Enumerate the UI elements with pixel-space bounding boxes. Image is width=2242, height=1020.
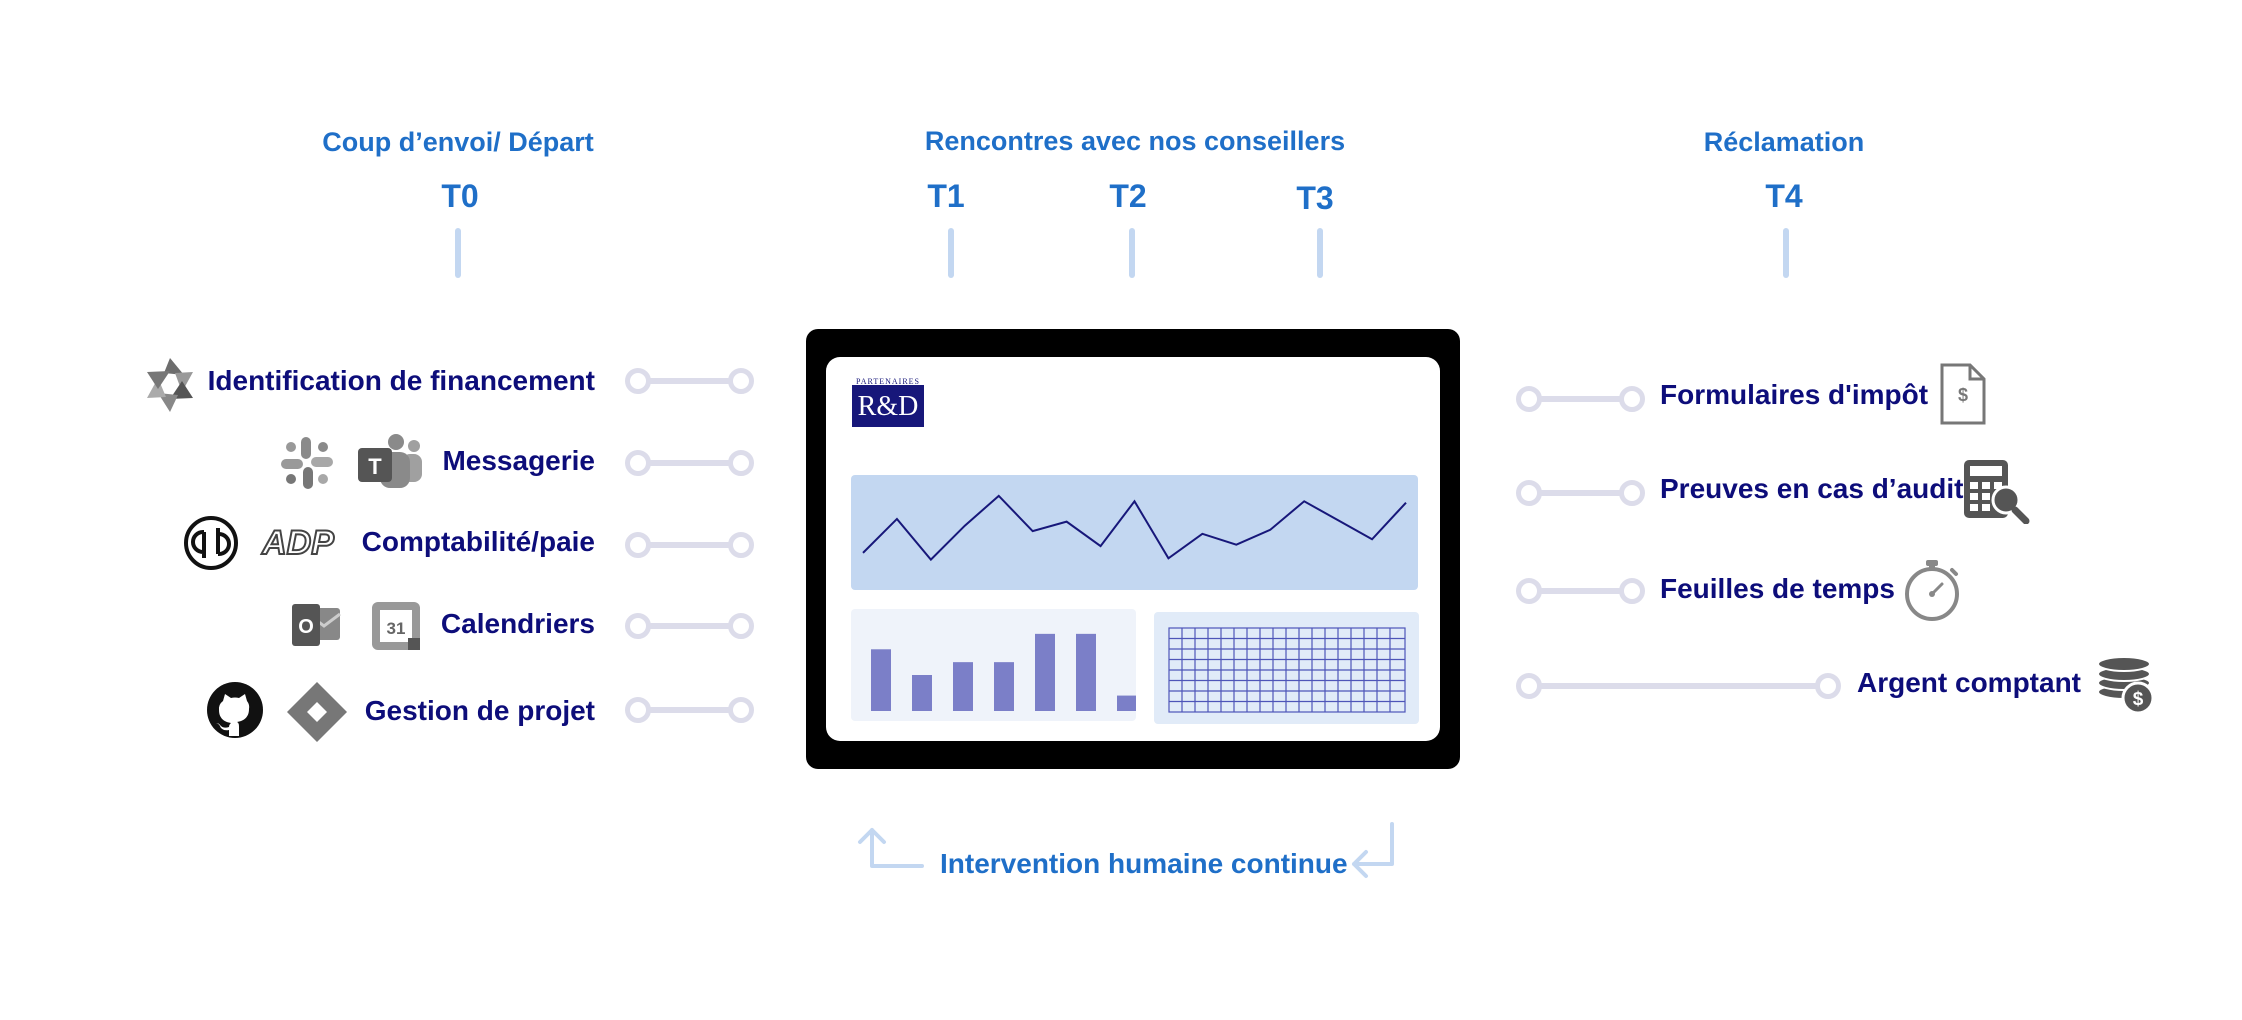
input-label-calendars: Calendriers <box>440 608 595 639</box>
svg-text:T: T <box>368 454 382 479</box>
input-connector-line <box>636 542 742 548</box>
adp-icon: ADP <box>258 520 338 566</box>
output-connector-dot <box>1619 386 1645 412</box>
svg-text:O: O <box>298 616 314 638</box>
bar <box>1035 633 1055 711</box>
coins-dollar-icon: $ <box>2094 652 2156 716</box>
input-connector-dot <box>728 450 754 476</box>
line-chart-panel <box>851 475 1418 590</box>
bar <box>953 662 973 711</box>
table-grid <box>1168 627 1406 713</box>
output-connector-line <box>1527 683 1827 689</box>
timeline-label-t2: T2 <box>1109 178 1147 214</box>
outlook-icon: O <box>290 600 342 650</box>
svg-text:31: 31 <box>387 619 406 638</box>
output-connector-dot <box>1619 578 1645 604</box>
output-connector-dot <box>1619 480 1645 506</box>
calculator-magnifier-icon <box>1962 458 2030 525</box>
timeline-label-t3: T3 <box>1296 180 1334 216</box>
line-chart <box>862 494 1407 562</box>
bar <box>871 649 891 711</box>
input-connector-line <box>636 707 742 713</box>
teams-icon: T <box>356 432 424 494</box>
output-label-cash: Argent comptant <box>1857 667 2081 698</box>
output-label-audit-proof: Preuves en cas d’audit <box>1660 473 1964 504</box>
input-connector-dot <box>625 613 651 639</box>
svg-text:$: $ <box>1958 385 1968 405</box>
output-connector-line <box>1527 490 1633 496</box>
slack-icon <box>276 432 338 494</box>
loop-arrow-down-icon <box>1348 820 1408 884</box>
google-calendar-icon: 31 <box>370 600 422 652</box>
phase-title-claim: Réclamation <box>1703 127 1865 157</box>
svg-text:ADP: ADP <box>261 524 334 562</box>
input-label-project-management: Gestion de projet <box>364 695 595 726</box>
input-connector-dot <box>728 532 754 558</box>
bar-chart-panel <box>851 609 1137 721</box>
output-label-timesheets: Feuilles de temps <box>1660 573 1895 604</box>
output-connector-dot <box>1516 578 1542 604</box>
input-connector-dot <box>728 697 754 723</box>
input-label-accounting: Comptabilité/paie <box>361 526 595 557</box>
stopwatch-icon <box>1902 558 1962 622</box>
input-connector-line <box>636 460 742 466</box>
tax-document-icon: $ <box>1938 363 1988 425</box>
input-connector-dot <box>625 697 651 723</box>
timeline-tick <box>455 228 461 278</box>
timeline-tick <box>1317 228 1323 278</box>
output-connector-dot <box>1516 673 1542 699</box>
bar <box>1076 633 1096 711</box>
input-label-messaging: Messagerie <box>442 445 595 476</box>
logo-subtitle: PARTENAIRES <box>855 377 920 386</box>
input-connector-dot <box>728 613 754 639</box>
table-grid-panel <box>1154 612 1419 724</box>
output-connector-dot <box>1516 386 1542 412</box>
jira-icon <box>285 680 349 744</box>
input-connector-dot <box>625 368 651 394</box>
phase-title-meetings: Rencontres avec nos conseillers <box>924 126 1346 156</box>
timeline-label-t1: T1 <box>927 178 965 214</box>
input-connector-line <box>636 623 742 629</box>
input-connector-dot <box>625 450 651 476</box>
input-connector-dot <box>728 368 754 394</box>
output-connector-dot <box>1815 673 1841 699</box>
loop-arrow-up-icon <box>856 824 926 874</box>
input-connector-line <box>636 378 742 384</box>
timeline-tick <box>948 228 954 278</box>
timeline-label-t4: T4 <box>1765 178 1803 214</box>
timeline-tick <box>1783 228 1789 278</box>
input-connector-dot <box>625 532 651 558</box>
bar-chart <box>871 633 1137 711</box>
timeline-tick <box>1129 228 1135 278</box>
human-intervention-label: Intervention humaine continue <box>940 848 1348 879</box>
svg-text:$: $ <box>2133 689 2144 710</box>
github-icon <box>205 680 265 740</box>
output-connector-line <box>1527 396 1633 402</box>
bar <box>912 675 932 711</box>
input-label-funding: Identification de financement <box>207 365 595 396</box>
output-connector-line <box>1527 588 1633 594</box>
timeline-label-t0: T0 <box>441 178 479 214</box>
phase-title-start: Coup d’envoi/ Départ <box>322 127 594 157</box>
output-connector-dot <box>1516 480 1542 506</box>
company-logo: R&D <box>852 385 924 427</box>
output-label-tax-forms: Formulaires d'impôt <box>1660 379 1929 410</box>
bar <box>1117 695 1137 711</box>
aperture-icon <box>140 355 200 415</box>
line-series <box>862 494 1407 562</box>
bar <box>994 662 1014 711</box>
quickbooks-icon <box>182 514 240 572</box>
